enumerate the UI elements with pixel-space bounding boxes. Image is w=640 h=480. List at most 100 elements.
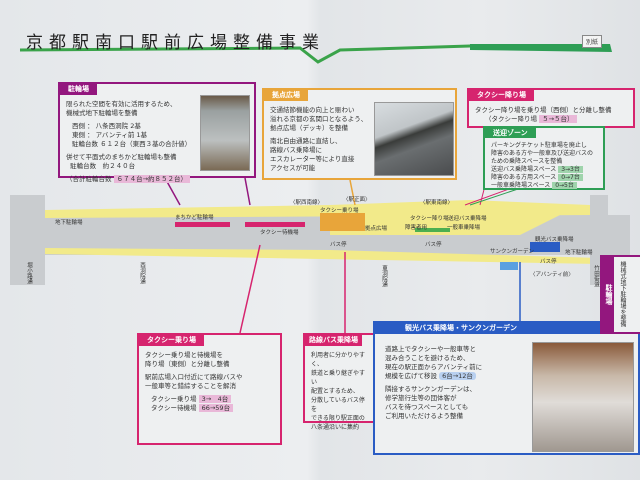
leader-line: [349, 179, 356, 206]
map-label: バス停: [330, 242, 347, 248]
map-label: 一般車乗降場: [447, 225, 481, 231]
text-line: 機械式地下駐輪場を整備: [619, 261, 626, 327]
taxi-waiting-marker: [175, 222, 230, 227]
text-line: エスカレーター等により直接: [270, 155, 355, 163]
sep: ：: [87, 131, 94, 139]
sunken-garden-marker: [500, 262, 518, 270]
map-label: サンクンガーデン: [490, 249, 535, 255]
text-line: 降り場（東側）と分離し整備: [145, 360, 230, 368]
plaza-marker: [320, 213, 365, 231]
total-label: （合計駐輪台数: [66, 175, 112, 183]
text-line: 鉄道と乗り継ぎやすい: [311, 370, 366, 386]
text-line: バスを待つスペースとしても: [385, 403, 469, 411]
box-heading: 拠点広場: [264, 90, 308, 101]
text-line: 修学旅行生等の団体客が: [385, 394, 457, 402]
row-label: タクシー待機場: [151, 404, 197, 412]
text-line: 配置とするため、: [311, 388, 359, 395]
map-label: 地下駐輪場: [55, 220, 83, 226]
row-value: 0→7台: [558, 174, 583, 181]
south-sidewalk: [45, 248, 600, 264]
map-label: 観光バス乗降場: [535, 237, 574, 243]
box-heading: 駐輪場: [60, 84, 97, 95]
map-label: 〈アバンティ前〉: [530, 272, 574, 278]
row-value: 66→59台: [198, 404, 234, 412]
map-label: 拠点広場: [365, 226, 388, 232]
map-label: 竹田街道: [593, 265, 599, 287]
text-line: 南北自由通路に直結し、: [270, 137, 342, 145]
box-heading: 観光バス乗降場・サンクンガーデン: [375, 323, 638, 334]
text-line: 分散しているバス停を: [311, 397, 365, 413]
text-line: 拠点広場（デッキ）を整備: [270, 124, 348, 132]
text-line: 道路上でタクシーや一般車等と: [385, 345, 476, 353]
row-label: 西側: [72, 122, 85, 130]
map-label: タクシー乗り場: [320, 208, 359, 214]
text-line: タクシー降り場を乗り場（西側）と分離し整備: [475, 106, 612, 114]
map-label: タクシー降り場: [410, 216, 449, 222]
box-heading: 路線バス乗降場: [305, 335, 362, 346]
row-value: 3→3台: [558, 166, 583, 173]
row-value: ６１２台（東西３基の合計値）: [100, 140, 192, 148]
plaza-deck-rendering: [374, 102, 454, 176]
attachment-label: 別紙: [582, 35, 603, 48]
sunken-garden-photo: [532, 342, 634, 452]
map-label: バス停: [425, 242, 442, 248]
taxi-dropoff-box: タクシー降り場 タクシー降り場を乗り場（西側）と分離し整備 （タクシー降り場 ５…: [467, 88, 635, 128]
west-road: [10, 195, 45, 285]
text-line: 現在の駅正面からアバンティ前に: [385, 363, 483, 371]
text-line: 併せて平面式のまちかど駐輪場も整備: [66, 153, 177, 161]
text-line: ご利用いただけるよう整備: [385, 412, 463, 420]
map-label: 〈駅西南線〉: [290, 200, 324, 206]
row-label: 送迎バス乗降場スペース: [491, 166, 557, 173]
text-line: 機械式地下駐輪場を整備: [66, 109, 138, 117]
row-value: 八条西洞院 2基: [95, 122, 141, 130]
text-line: 一般車等と錯綜することを解消: [145, 382, 236, 390]
box-heading: 送迎ゾーン: [485, 128, 536, 138]
text-line: 混み合うことを避けるため、: [385, 354, 470, 362]
map-label: 送迎バス乗降場: [448, 216, 487, 222]
page-title: 京都駅南口駅前広場整備事業: [26, 33, 325, 53]
taxi-stand-marker: [245, 222, 305, 227]
text-line: タクシー乗り場と待機場を: [145, 351, 223, 359]
row-label: 障害のある方用スペース: [491, 174, 557, 181]
text-line: 駅前広場入口付近にて路線バスや: [145, 373, 243, 381]
text-line: できる限り駅正面の: [311, 415, 365, 422]
box-heading: タクシー降り場: [469, 90, 534, 101]
sep: ：: [87, 122, 94, 130]
map-label: 東洞院通: [381, 265, 387, 287]
map-label: 障害者用: [405, 225, 428, 231]
map-label: 西洞院通: [139, 262, 145, 284]
map-label: 堀小路通: [26, 262, 32, 284]
row-label: 駐輪台数: [72, 140, 98, 148]
box-heading: 駐輪場: [602, 257, 614, 332]
map-label: 〈駅正面〉: [343, 197, 371, 203]
map-label: バス停: [540, 259, 557, 265]
count-value: 6台→12台: [439, 372, 476, 380]
route-bus-box: 路線バス乗降場 利用者に分かりやすく、 鉄道と乗り継ぎやすい 配置とするため、 …: [303, 333, 375, 431]
text-line: 限られた空間を有効に活用するため、: [66, 100, 177, 108]
map-label: まちかど駐輪場: [175, 215, 214, 221]
row-label: 東側: [72, 131, 85, 139]
text-line: 交通結節機能の向上と賑わい: [270, 106, 355, 114]
text-line: 規模を広げて移設: [385, 372, 437, 380]
row-value: アバンティ前 1基: [95, 131, 148, 139]
map-label: 〈駅東南線〉: [420, 200, 454, 206]
text-line: 八条通沿いに集約: [311, 424, 360, 431]
text-line: 駐輪台数 約２４０台: [70, 162, 136, 170]
map-label: 地下駐輪場: [565, 250, 593, 256]
row-label: タクシー乗り場: [151, 395, 197, 403]
row-label: 一般車乗降場スペース: [491, 182, 551, 189]
right-bicycle-parking-box: 駐輪場 機械式地下駐輪場を整備: [600, 255, 640, 334]
taxi-stand-box: タクシー乗り場 タクシー乗り場と待機場を降り場（東側）と分離し整備 駅前広場入口…: [137, 333, 282, 445]
underground-bicycle-parking-image: [200, 95, 250, 171]
leader-line: [239, 244, 261, 334]
count-value: ５→５台）: [539, 115, 577, 123]
box-heading: タクシー乗り場: [139, 335, 204, 346]
text-line: 路線バス乗降場に: [270, 146, 322, 154]
text-line: ための乗降スペースを整備: [491, 158, 563, 165]
text-line: 隣接するサンクンガーデンは、: [385, 385, 476, 393]
row-value: 3→ 4台: [198, 395, 232, 403]
text-line: アクセスが可能: [270, 164, 316, 172]
text-line: 利用者に分かりやすく、: [311, 352, 366, 368]
count-label: （タクシー降り場: [485, 115, 537, 123]
